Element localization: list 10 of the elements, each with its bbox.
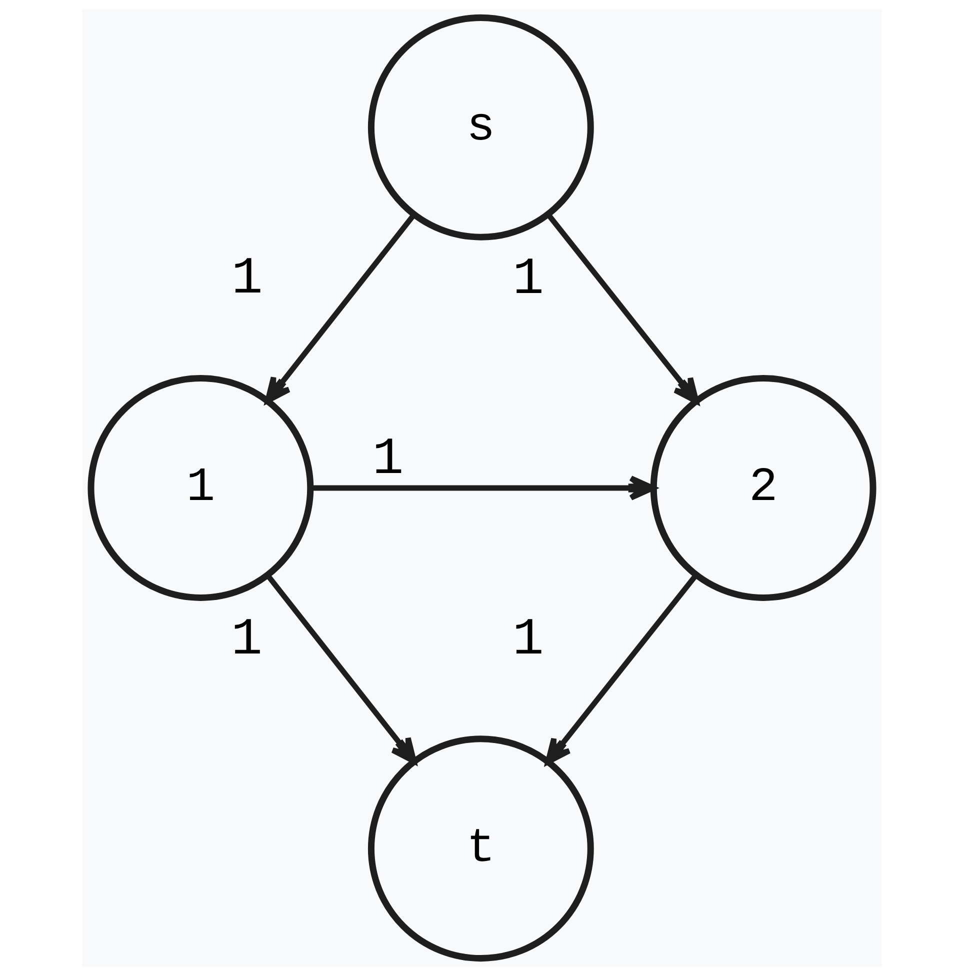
- arrow: [546, 212, 699, 404]
- arrow: [266, 573, 417, 764]
- arrow: [265, 212, 416, 403]
- edge-label: 1: [372, 430, 404, 489]
- edge-label: 1: [512, 250, 544, 309]
- node-circle: s: [368, 14, 594, 240]
- arrow: [545, 573, 698, 764]
- edge-label: 1: [512, 610, 544, 670]
- edge-label: 1: [232, 249, 263, 308]
- edge-label: 1: [231, 610, 262, 669]
